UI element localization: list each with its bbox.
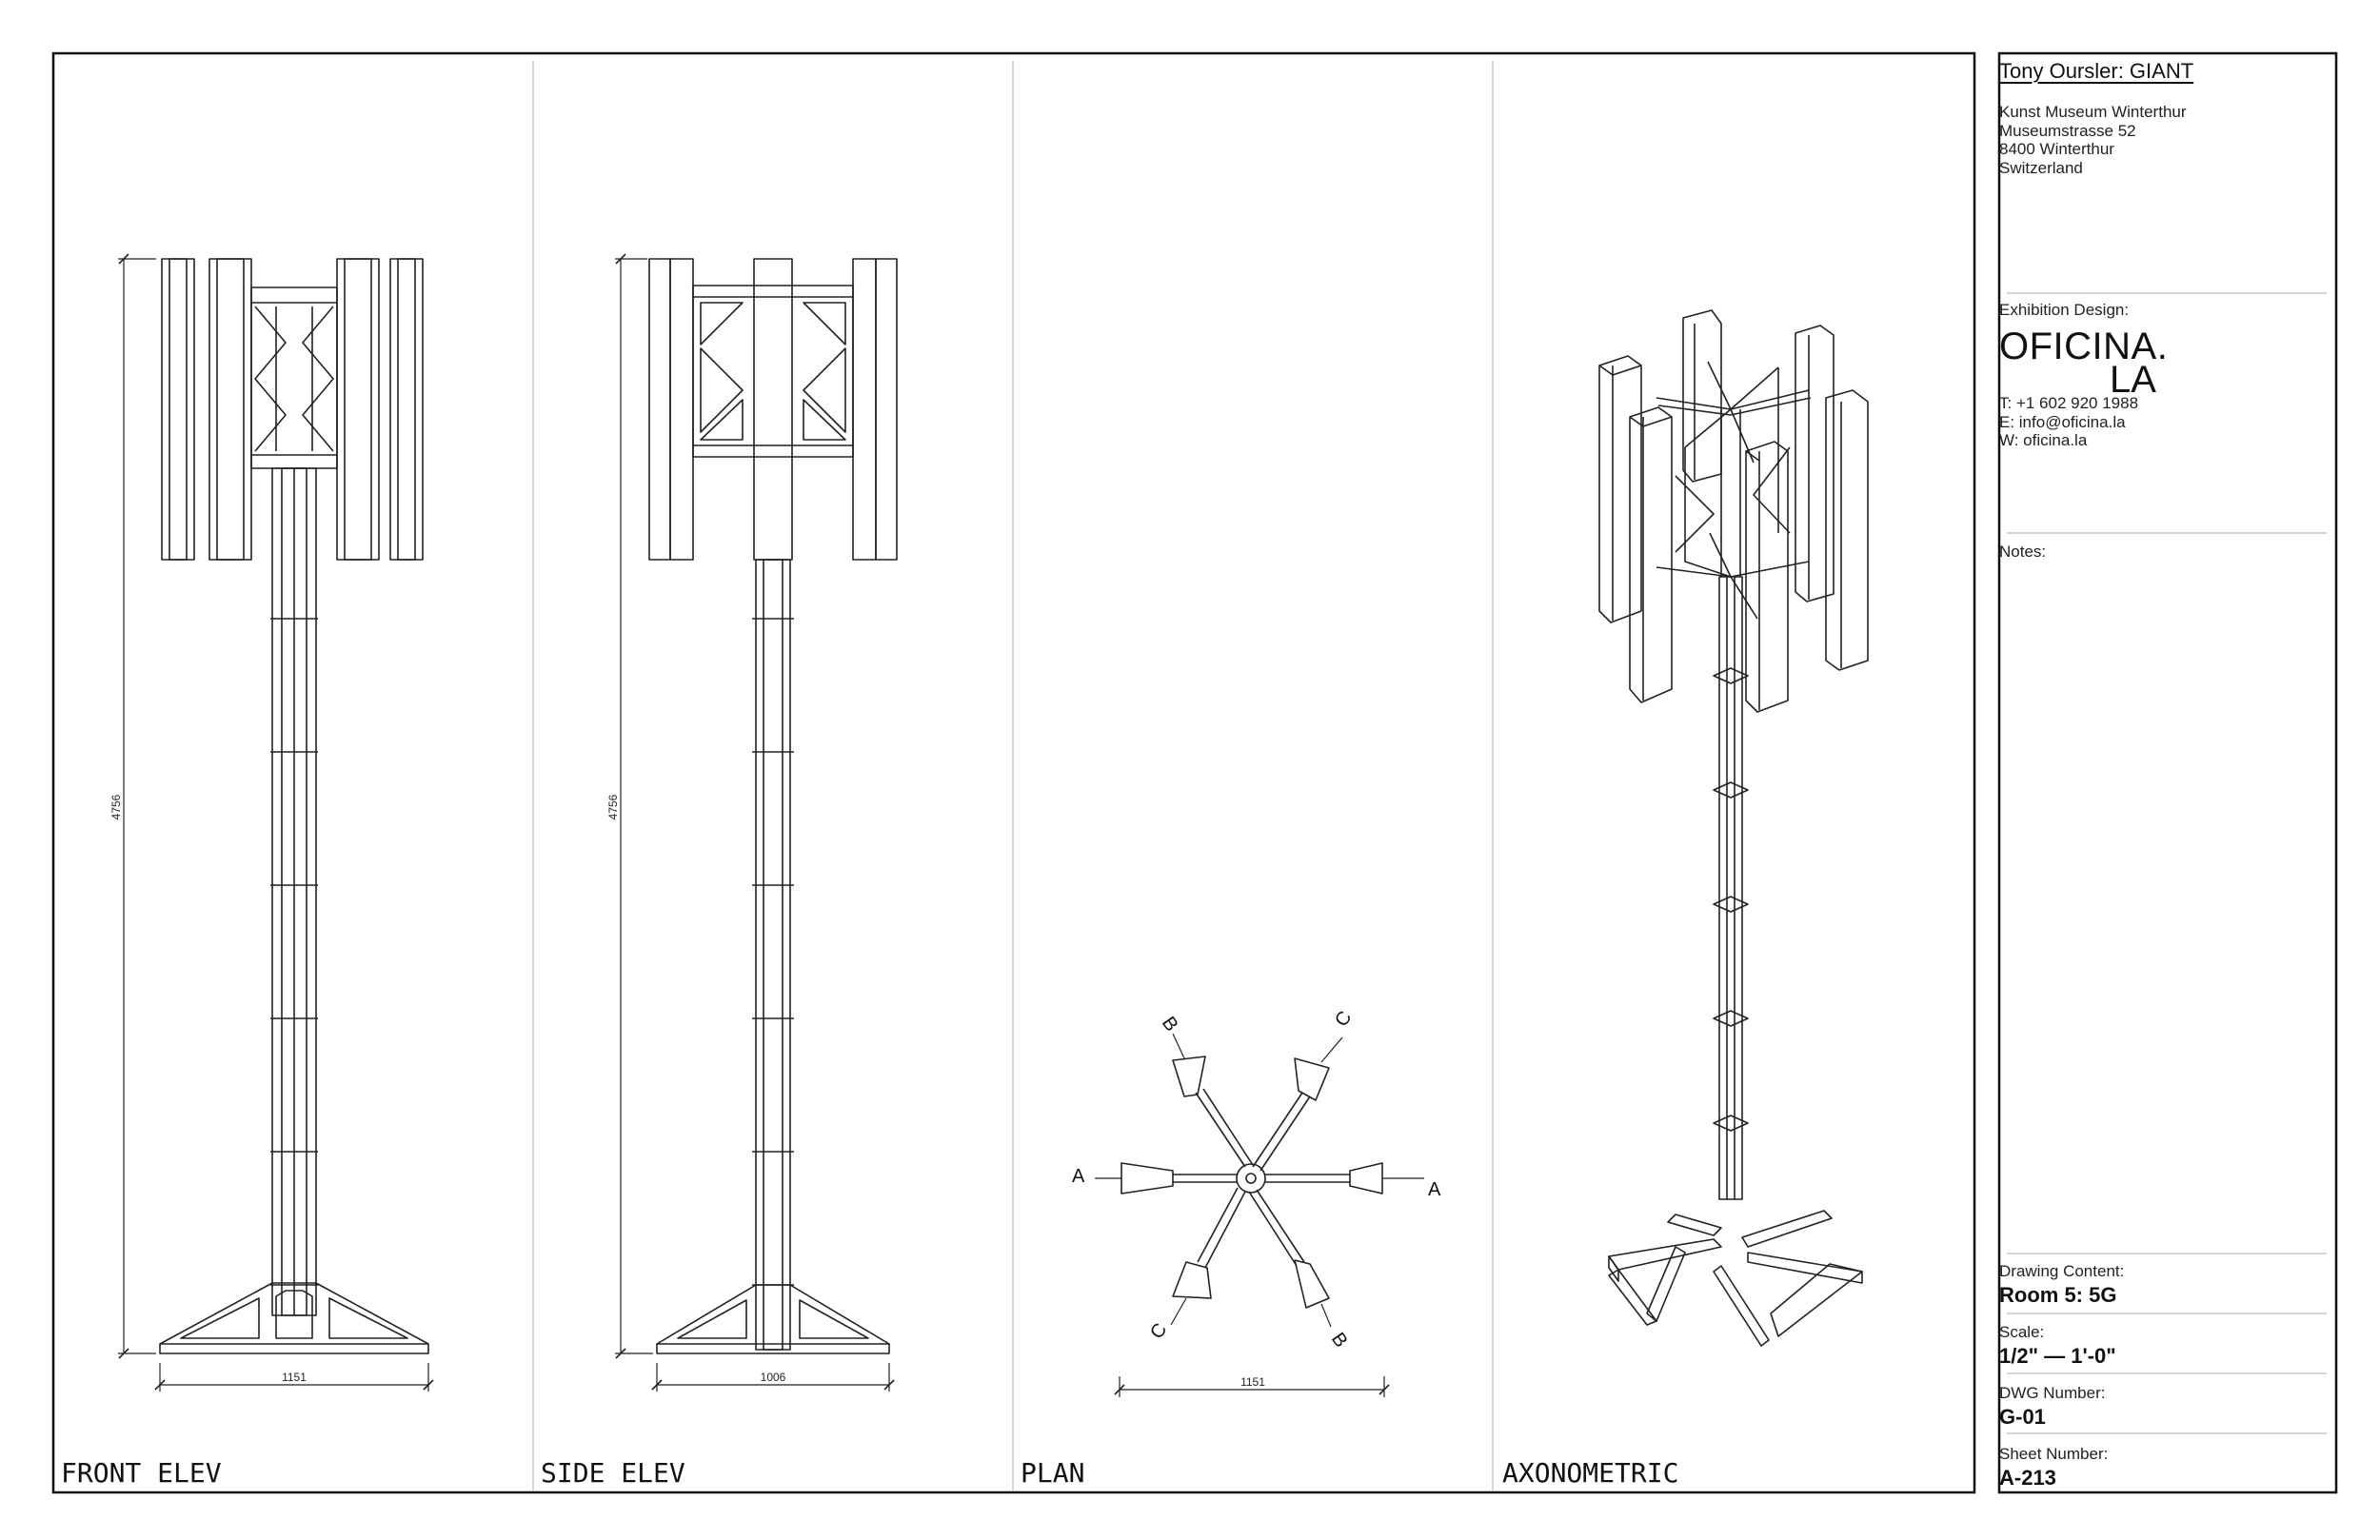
project-title: Tony Oursler: GIANT	[1999, 59, 2194, 83]
side-height-dimension: 4756	[606, 794, 620, 819]
contact-web: W: oficina.la	[1999, 431, 2088, 449]
plan-label: PLAN	[1021, 1457, 1084, 1489]
venue-address: Kunst Museum Winterthur Museumstrasse 52…	[1999, 103, 2328, 177]
dwg-number-value: G-01	[1999, 1405, 2046, 1429]
drawing-frame	[51, 51, 1976, 1494]
venue-line: Switzerland	[1999, 158, 2083, 177]
plan-callout-c-bottom: C	[1146, 1319, 1171, 1342]
plan-callout-a-right: A	[1428, 1179, 1441, 1200]
venue-line: Kunst Museum Winterthur	[1999, 103, 2187, 121]
front-elevation-label: FRONT ELEV	[61, 1457, 222, 1489]
dwg-number-label: DWG Number:	[1999, 1384, 2106, 1402]
side-elevation-drawing	[615, 253, 898, 1392]
notes-label: Notes:	[1999, 543, 2047, 561]
scale-value: 1/2" — 1'-0"	[1999, 1344, 2116, 1368]
sheet-number-value: A-213	[1999, 1466, 2056, 1490]
contact-phone: T: +1 602 920 1988	[1999, 394, 2139, 412]
front-height-dimension: 4756	[109, 794, 123, 819]
content-label: Drawing Content:	[1999, 1262, 2125, 1280]
plan-callout-a-left: A	[1072, 1166, 1085, 1187]
plan-callout-b-bottom: B	[1327, 1329, 1352, 1352]
axonometric-drawing	[1598, 309, 1869, 1347]
sheet-number-label: Sheet Number:	[1999, 1445, 2109, 1463]
contact-email: E: info@oficina.la	[1999, 412, 2126, 431]
content-value: Room 5: 5G	[1999, 1283, 2117, 1307]
venue-line: Museumstrasse 52	[1999, 121, 2136, 140]
front-elevation-drawing	[118, 253, 434, 1392]
firm-logo: OFICINA. LA	[1999, 326, 2328, 401]
venue-line: 8400 Winterthur	[1999, 140, 2114, 158]
side-elevation-label: SIDE ELEV	[541, 1457, 685, 1489]
firm-logo-line1: OFICINA.	[1999, 326, 2169, 367]
firm-contact: T: +1 602 920 1988 E: info@oficina.la W:…	[1999, 394, 2328, 450]
plan-callout-b-top: B	[1158, 1013, 1182, 1036]
axonometric-label: AXONOMETRIC	[1502, 1457, 1678, 1489]
front-width-dimension: 1151	[282, 1371, 307, 1384]
title-block-frame	[1997, 51, 2338, 1494]
firm-logo-line2: LA	[2110, 359, 2156, 401]
design-label: Exhibition Design:	[1999, 301, 2130, 319]
plan-drawing	[1095, 1033, 1424, 1397]
title-block-project: Tony Oursler: GIANT	[1999, 59, 2328, 84]
plan-width-dimension: 1151	[1240, 1375, 1265, 1389]
scale-label: Scale:	[1999, 1323, 2045, 1341]
side-width-dimension: 1006	[761, 1371, 786, 1384]
plan-callout-c-top: C	[1331, 1007, 1356, 1030]
